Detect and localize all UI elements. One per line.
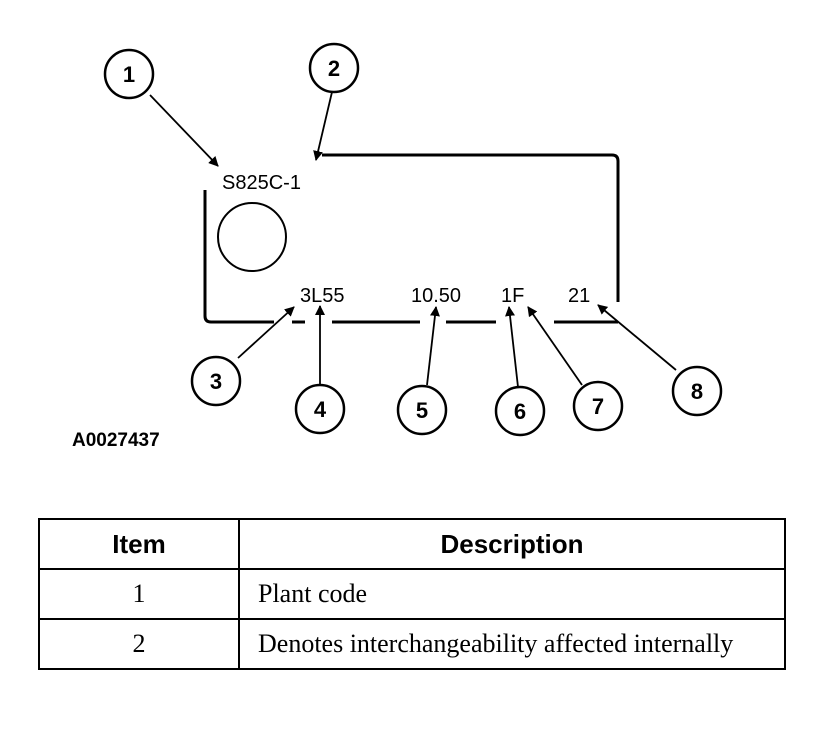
tag-diagram: S825C-1 3L55 10.50 1F 21 1 2 3 4 [72,42,723,451]
item-cell: 1 [38,568,240,620]
callout-number: 8 [691,379,703,404]
callout-4: 4 [294,383,346,435]
leader-1 [149,94,219,167]
table-row: 2 Denotes interchangeability affected in… [38,618,786,670]
callout-5: 5 [396,384,448,436]
tag-left-edge [203,190,274,324]
tag-mounting-hole [217,202,287,272]
callout-6: 6 [494,385,546,437]
callout-number: 4 [314,397,327,422]
identification-tag: S825C-1 3L55 10.50 1F 21 [203,153,620,324]
callout-number: 7 [592,394,604,419]
header-item: Item [38,518,240,570]
callout-number: 6 [514,399,526,424]
leader-8 [597,304,677,371]
leader-6 [505,306,519,388]
header-description: Description [238,518,786,570]
leader-7 [527,306,583,386]
callout-1: 1 [103,48,155,100]
legend-table: Item Description 1 Plant code 2 Denotes … [38,518,786,670]
tag-value-4: 21 [568,285,590,307]
tag-value-1: 3L55 [300,285,345,307]
callout-3: 3 [190,355,242,407]
callout-number: 3 [210,369,222,394]
leader-lines [149,91,677,388]
description-cell: Plant code [238,568,786,620]
callout-number: 5 [416,398,428,423]
callout-number: 2 [328,56,340,81]
table-header-row: Item Description [38,518,786,570]
callout-2: 2 [308,42,360,94]
tag-value-2: 10.50 [411,285,461,307]
tag-top-edge [322,153,620,302]
description-cell: Denotes interchangeability affected inte… [238,618,786,670]
callout-8: 8 [671,365,723,417]
callout-number: 1 [123,62,135,87]
figure-id: A0027437 [72,430,160,451]
table-row: 1 Plant code [38,568,786,620]
leader-3 [237,306,295,359]
leader-2 [313,91,333,161]
callout-markers: 1 2 3 4 5 6 7 8 [103,42,723,437]
tag-value-3: 1F [501,285,524,307]
item-cell: 2 [38,618,240,670]
plant-code-text: S825C-1 [222,172,301,194]
leader-5 [426,306,440,386]
callout-7: 7 [572,380,624,432]
